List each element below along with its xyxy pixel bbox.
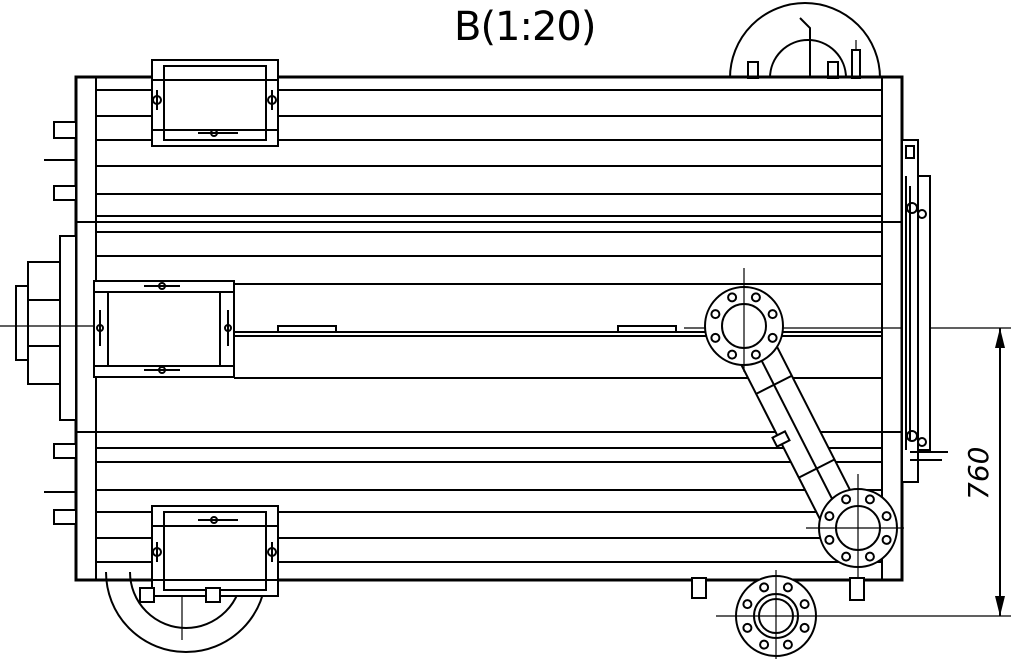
bolt-hole [759, 639, 770, 650]
left-fittings [44, 121, 77, 525]
dimension-label: 760 [962, 447, 995, 500]
bolt-hole [864, 494, 875, 505]
bolt-hole [799, 622, 810, 633]
bolt-hole [710, 309, 721, 320]
bolt-hole [864, 551, 875, 562]
bolt-hole [727, 349, 738, 360]
top-elbow-nozzle [729, 2, 881, 79]
bolt-hole [841, 494, 852, 505]
furnace-door [93, 280, 235, 378]
left-burner-flange [0, 235, 96, 421]
bolt-hole [824, 534, 835, 545]
bolt-hole [767, 332, 778, 343]
bolt-hole [742, 622, 753, 633]
bolt-hole [881, 534, 892, 545]
bolt-hole [782, 582, 793, 593]
bolt-hole [742, 599, 753, 610]
bottom-left-hatch [105, 505, 279, 653]
top-left-hatch [151, 59, 279, 147]
bolt-hole [782, 639, 793, 650]
bolt-hole [710, 332, 721, 343]
bolt-hole [799, 599, 810, 610]
dimension-760: 760 [962, 328, 1005, 616]
bottom-flange-nozzle [691, 570, 1011, 659]
bolt-hole [750, 349, 761, 360]
flange-bolt-holes [710, 292, 892, 650]
bolt-hole [759, 582, 770, 593]
bolt-hole [841, 551, 852, 562]
right-door-panel [901, 139, 948, 483]
diagonal-outlet-pipe [704, 268, 904, 584]
bolt-hole [767, 309, 778, 320]
bolt-hole [750, 292, 761, 303]
bolt-hole [881, 511, 892, 522]
bolt-hole [824, 511, 835, 522]
view-title: B(1:20) [454, 4, 595, 50]
furnace-tube [234, 283, 1011, 379]
bolt-hole [727, 292, 738, 303]
